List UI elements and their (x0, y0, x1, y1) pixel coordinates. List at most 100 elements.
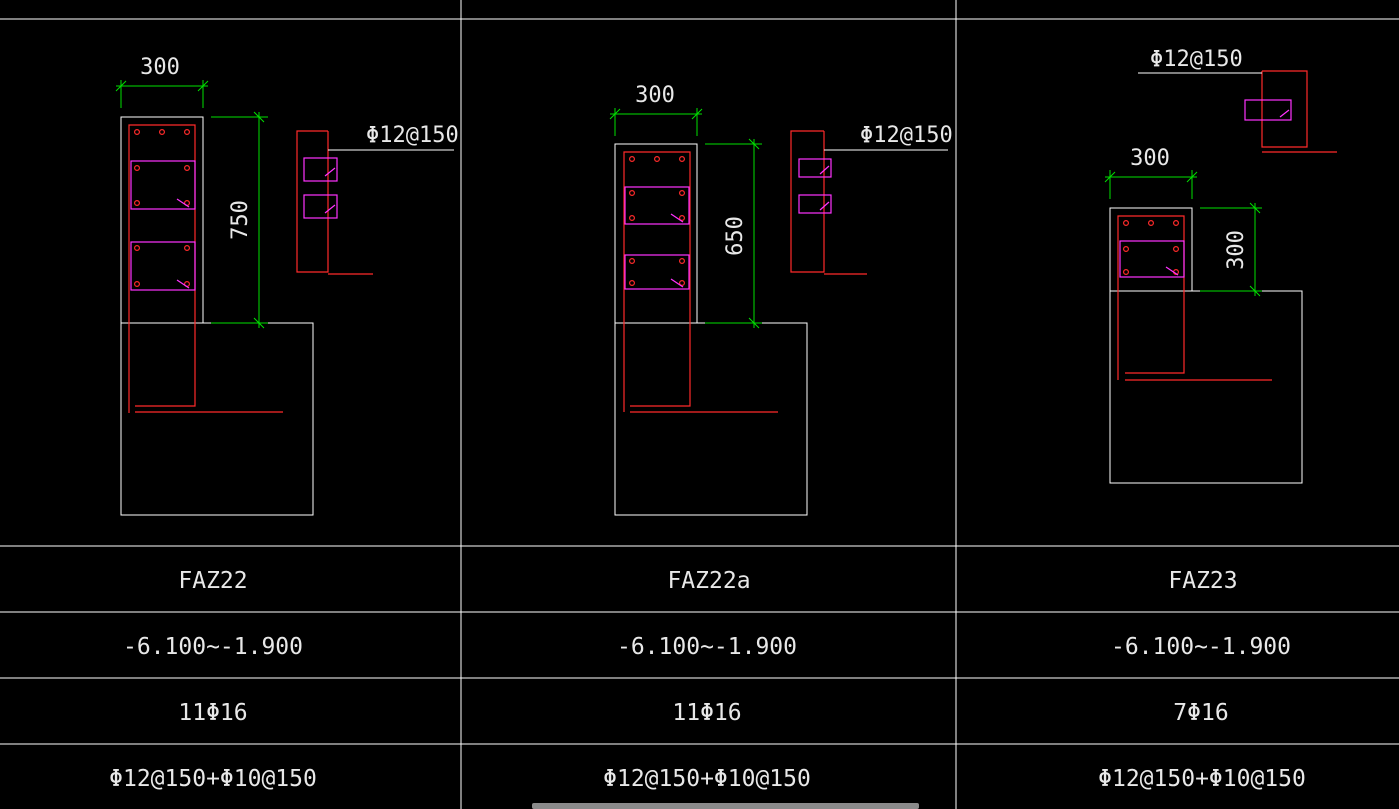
horizontal-scrollbar-thumb[interactable] (532, 803, 919, 809)
detail-section (296, 130, 329, 273)
rebar-dot (1122, 220, 1129, 227)
rebar-cage (1117, 215, 1185, 380)
dim-width-label: 300 (635, 83, 675, 108)
rebar-dot (678, 156, 685, 163)
base-outline (1109, 290, 1303, 484)
stirrup-hook (670, 213, 684, 223)
stirrup (624, 254, 690, 290)
section-faz23: 300 300 Φ12@150 (1104, 47, 1337, 484)
rebar-dot (628, 280, 635, 287)
base-outline (614, 322, 808, 516)
elevation-cell: -6.100~-1.900 (1111, 634, 1291, 660)
longitudinal-cell: 11Φ16 (672, 700, 741, 726)
rebar-dot (184, 129, 191, 136)
name-cell: FAZ22 (178, 568, 247, 594)
longitudinal-cell: 7Φ16 (1173, 700, 1228, 726)
dim-tick (748, 317, 760, 329)
elevation-cell: -6.100~-1.900 (617, 634, 797, 660)
rebar-dot (628, 156, 635, 163)
rebar-dot (653, 156, 660, 163)
stirrup-hook (819, 201, 830, 211)
detail-label: Φ12@150 (366, 123, 459, 148)
detail-stirrup (798, 158, 832, 178)
rebar-dot (184, 165, 191, 172)
detail-stirrup (303, 194, 338, 219)
table-row-stirrups: Φ12@150+Φ10@150 Φ12@150+Φ10@150 Φ12@150+… (109, 766, 1306, 792)
stirrup (130, 160, 196, 210)
dim-tick (253, 317, 265, 329)
stirrup (1119, 240, 1185, 278)
detail-stirrup (303, 157, 338, 182)
rebar-dot (1172, 246, 1179, 253)
dim-tick (115, 80, 127, 92)
rebar-cage (128, 124, 196, 413)
table-row-elevations: -6.100~-1.900 -6.100~-1.900 -6.100~-1.90… (123, 634, 1291, 660)
rebar-dot (628, 215, 635, 222)
stirrup-hook (176, 279, 190, 289)
dim-tick (609, 108, 621, 120)
rebar-dot (1122, 269, 1129, 276)
dim-height-label: 300 (1224, 230, 1249, 270)
dim-tick (197, 80, 209, 92)
table-row-names: FAZ22 FAZ22a FAZ23 (178, 568, 1237, 594)
dim-tick (1186, 171, 1198, 183)
detail-stirrup (798, 194, 832, 214)
detail-stirrup (1244, 99, 1292, 121)
column-outline (120, 116, 204, 324)
dim-width-label: 300 (140, 55, 180, 80)
rebar-dot (134, 129, 141, 136)
base-outline (120, 322, 314, 516)
dim-tick (253, 111, 265, 123)
rebar-dot (159, 129, 166, 136)
dim-tick (748, 138, 760, 150)
name-cell: FAZ22a (667, 568, 750, 594)
stirrup (624, 186, 690, 225)
stirrup-hook (819, 165, 830, 175)
rebar-dot (134, 281, 141, 288)
rebar-dot (1147, 220, 1154, 227)
detail-label: Φ12@150 (860, 123, 953, 148)
stirrup-hook (1165, 266, 1179, 276)
detail-section (790, 130, 825, 273)
dim-tick (1249, 285, 1261, 297)
stirrup-cell: Φ12@150+Φ10@150 (603, 766, 811, 792)
stirrup-hook (176, 198, 190, 208)
stirrup-hook (324, 167, 336, 177)
rebar-dot (678, 190, 685, 197)
stirrup-cell: Φ12@150+Φ10@150 (1098, 766, 1306, 792)
stirrup-hook (670, 278, 684, 288)
stirrup-cell: Φ12@150+Φ10@150 (109, 766, 317, 792)
stirrup-hook (324, 204, 336, 214)
rebar-dot (678, 215, 685, 222)
elevation-cell: -6.100~-1.900 (123, 634, 303, 660)
rebar-dot (134, 245, 141, 252)
stirrup-hook (1279, 109, 1290, 118)
dim-height-label: 750 (228, 200, 253, 240)
rebar-dot (1122, 246, 1129, 253)
rebar-dot (134, 165, 141, 172)
dim-width-label: 300 (1130, 146, 1170, 171)
dim-tick (1104, 171, 1116, 183)
rebar-dot (678, 280, 685, 287)
dim-tick (1249, 202, 1261, 214)
table-row-longitudinal: 11Φ16 11Φ16 7Φ16 (178, 700, 1228, 726)
section-faz22a: 300 650 Φ12@150 (609, 83, 953, 516)
name-cell: FAZ23 (1168, 568, 1237, 594)
rebar-dot (184, 245, 191, 252)
rebar-dot (678, 258, 685, 265)
longitudinal-cell: 11Φ16 (178, 700, 247, 726)
dim-height-label: 650 (723, 216, 748, 256)
rebar-dot (628, 190, 635, 197)
detail-section (1261, 70, 1308, 148)
column-outline (614, 143, 698, 324)
stirrup (130, 241, 196, 291)
rebar-dot (628, 258, 635, 265)
rebar-dot (134, 200, 141, 207)
rebar-cage (623, 151, 691, 412)
detail-label: Φ12@150 (1150, 47, 1243, 72)
dim-tick (691, 108, 703, 120)
rebar-dot (1172, 220, 1179, 227)
section-faz22: 300 750 Φ12@150 (115, 55, 459, 516)
